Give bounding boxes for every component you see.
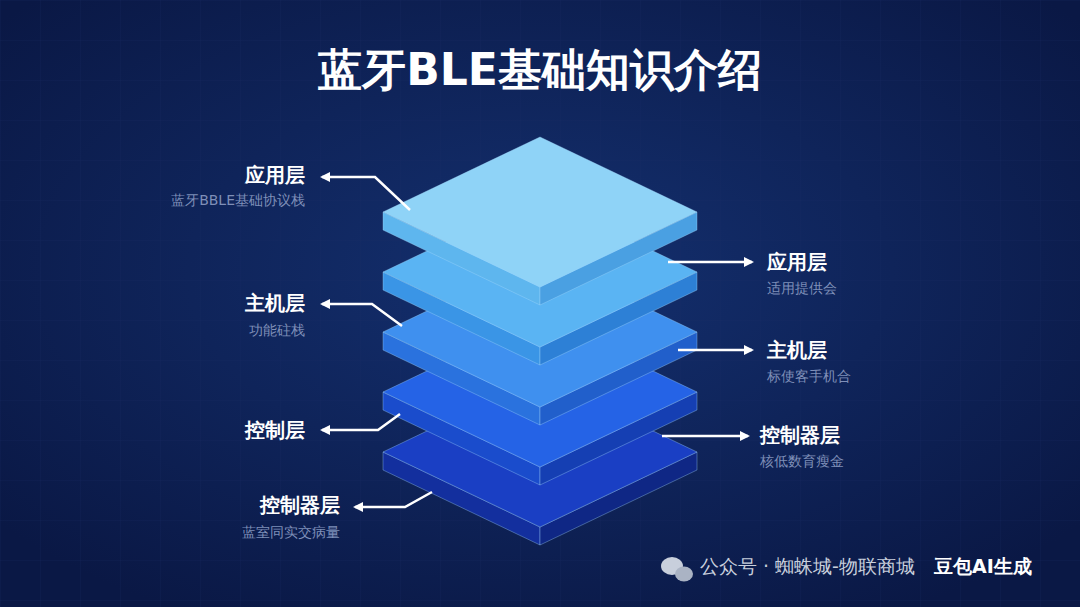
- layer-note: 标使客手机合: [767, 368, 851, 385]
- layer-note: 蓝室同实交病量: [242, 524, 340, 541]
- wechat-icon: [661, 557, 693, 582]
- leader-arrow: [355, 492, 432, 507]
- layer-name: 应用层: [767, 250, 827, 274]
- layer-name: 控制器层: [260, 493, 340, 517]
- layer-note: 核低数育瘦金: [760, 453, 844, 470]
- watermark: 公众号 · 蜘蛛城-物联商城: [700, 555, 915, 578]
- layer-name: 主机层: [245, 291, 305, 315]
- leader-arrow: [322, 304, 402, 326]
- layer-note: 功能砫栈: [249, 322, 305, 339]
- leader-arrow: [662, 435, 748, 438]
- layer-name: 应用层: [245, 163, 305, 187]
- leader-arrow: [322, 177, 410, 210]
- slab-stack: [383, 137, 697, 545]
- title: 蓝牙BLE基础知识介绍: [0, 44, 1080, 97]
- layer-name: 主机层: [767, 338, 827, 362]
- slab-face: [383, 137, 697, 287]
- layer-name: 控制器层: [760, 423, 840, 447]
- layer-name: 控制层: [245, 418, 305, 442]
- leader-arrow: [322, 414, 400, 430]
- leader-arrows: [322, 177, 752, 507]
- layer-note: 蓝牙BBLE基础协议栈: [171, 192, 305, 209]
- watermark: 豆包AI生成: [934, 555, 1032, 578]
- layer-note: 适用提供会: [767, 280, 837, 297]
- leader-arrow: [668, 261, 752, 264]
- leader-arrow: [678, 349, 752, 352]
